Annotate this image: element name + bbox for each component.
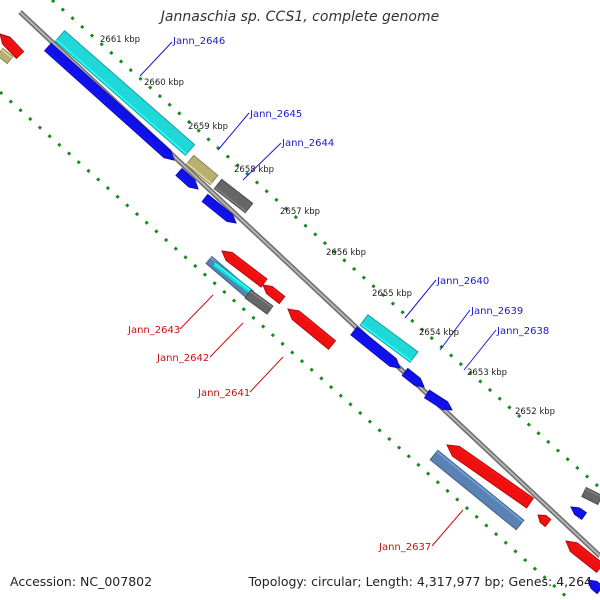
gene-feature-jann-2642-highlight <box>249 290 273 308</box>
gene-feature-red-2642-highlight <box>270 287 285 299</box>
gene-feature-jann-2644 <box>213 178 254 214</box>
tick-label: 2653 kbp <box>467 368 507 378</box>
gene-feature-red-edge-highlight <box>575 543 600 564</box>
gene-feature-gray-edge-highlight <box>585 488 600 497</box>
gene-feature-red-2637 <box>446 444 535 509</box>
tick-label: 2654 kbp <box>419 328 459 338</box>
gene-feature-jann-2644-highlight <box>214 187 247 213</box>
gene-feature-gray-edge <box>581 486 600 506</box>
tick-label: 2655 kbp <box>372 289 412 299</box>
gene-feature-olive-topleft <box>0 47 14 65</box>
gene-label-jann-2642: Jann_2642 <box>156 353 209 364</box>
leader-jann-2640 <box>404 279 437 319</box>
tick-label: 2652 kbp <box>515 407 555 417</box>
gene-feature-blue-mid <box>201 193 237 224</box>
leader-jann-2645 <box>217 112 250 151</box>
gene-feature-jann-2639-highlight <box>402 373 417 385</box>
leader-jann-2642 <box>209 322 244 358</box>
gene-feature-jann-2638 <box>423 389 453 411</box>
gene-label-jann-2645: Jann_2645 <box>249 109 302 120</box>
gene-feature-jann-2646 <box>43 42 175 161</box>
tick-label: 2661 kbp <box>100 35 140 45</box>
gene-feature-jann-2640 <box>359 314 419 363</box>
gene-feature-olive-topleft-highlight <box>1 49 13 59</box>
tick-label: 2657 kbp <box>280 207 320 217</box>
leader-jann-2637 <box>431 509 464 547</box>
gene-feature-blue-edge <box>570 506 587 520</box>
gene-feature-blue-edge-highlight <box>577 508 586 515</box>
gene-label-jann-2637: Jann_2637 <box>378 542 431 553</box>
gene-feature-blue-small <box>175 167 199 190</box>
leader-jann-2639 <box>439 309 471 351</box>
forward-gene-labels: Jann_2646 Jann_2645 Jann_2644 Jann_2640 … <box>172 36 549 337</box>
gene-feature-olive <box>185 154 219 186</box>
leader-jann-2641 <box>249 356 284 393</box>
tick-track-outer <box>51 0 600 490</box>
gene-label-jann-2639: Jann_2639 <box>470 306 523 317</box>
gene-feature-red-2637-highlight <box>457 446 534 500</box>
leader-jann-2644 <box>242 142 282 181</box>
gene-feature-blue-2640 <box>350 326 401 369</box>
gene-feature-jann-2642 <box>244 289 274 315</box>
gene-features <box>0 29 600 595</box>
gene-feature-red-small <box>537 514 552 528</box>
gene-feature-jann-2637 <box>429 449 525 531</box>
gene-label-jann-2641: Jann_2641 <box>197 388 250 399</box>
gene-feature-jann-2639 <box>401 367 425 388</box>
gene-feature-red-2643-highlight <box>230 253 267 281</box>
gene-feature-jann-2641-highlight <box>297 311 335 343</box>
gene-feature-red-small-highlight <box>544 516 551 522</box>
tick-label: 2656 kbp <box>326 248 366 258</box>
label-leaders <box>139 41 497 547</box>
gene-feature-red-2642 <box>262 284 286 305</box>
gene-feature-cyan <box>54 29 196 157</box>
gene-label-jann-2643: Jann_2643 <box>127 325 180 336</box>
gene-feature-olive-highlight <box>186 162 212 185</box>
tick-labels: 2661 kbp 2660 kbp 2659 kbp 2658 kbp 2657… <box>100 35 555 417</box>
gene-feature-red-edge <box>565 540 600 574</box>
gene-feature-jann-2637-highlight <box>436 450 524 523</box>
gene-feature-blue-2640-highlight <box>351 333 392 366</box>
gene-feature-blue-edge-low-highlight <box>595 582 600 588</box>
gene-feature-jann-2640-highlight <box>360 323 412 362</box>
gene-feature-jann-2646-highlight <box>45 49 166 158</box>
gene-label-jann-2646: Jann_2646 <box>172 36 225 47</box>
leader-jann-2646 <box>139 41 173 77</box>
gene-feature-blue-small-highlight <box>176 173 191 187</box>
tick-track-inner <box>0 90 571 600</box>
gene-label-jann-2640: Jann_2640 <box>436 276 489 287</box>
genome-summary-text: Topology: circular; Length: 4,317,977 bp… <box>248 574 592 589</box>
gene-feature-jann-2638-highlight <box>424 395 445 409</box>
gene-feature-cyan-2643-highlight <box>214 262 254 293</box>
gene-feature-cyan-highlight <box>55 39 187 155</box>
gene-label-jann-2644: Jann_2644 <box>281 138 334 149</box>
reverse-gene-labels: Jann_2643 Jann_2642 Jann_2641 Jann_2637 <box>127 325 431 553</box>
gene-feature-red-2643 <box>221 250 268 288</box>
gene-feature-red-topleft <box>0 33 25 60</box>
gene-feature-red-topleft-highlight <box>8 37 24 54</box>
leader-jann-2638 <box>463 329 497 371</box>
tick-label: 2659 kbp <box>188 122 228 132</box>
tick-label: 2660 kbp <box>144 78 184 88</box>
map-title: Jannaschia sp. CCS1, complete genome <box>160 9 440 25</box>
tick-label: 2658 kbp <box>234 165 274 175</box>
gene-feature-blue-mid-highlight <box>202 199 229 221</box>
gene-label-jann-2638: Jann_2638 <box>496 326 549 337</box>
leader-jann-2643 <box>179 294 214 330</box>
accession-text: Accession: NC_007802 <box>10 574 153 589</box>
gene-feature-jann-2641 <box>287 308 337 351</box>
